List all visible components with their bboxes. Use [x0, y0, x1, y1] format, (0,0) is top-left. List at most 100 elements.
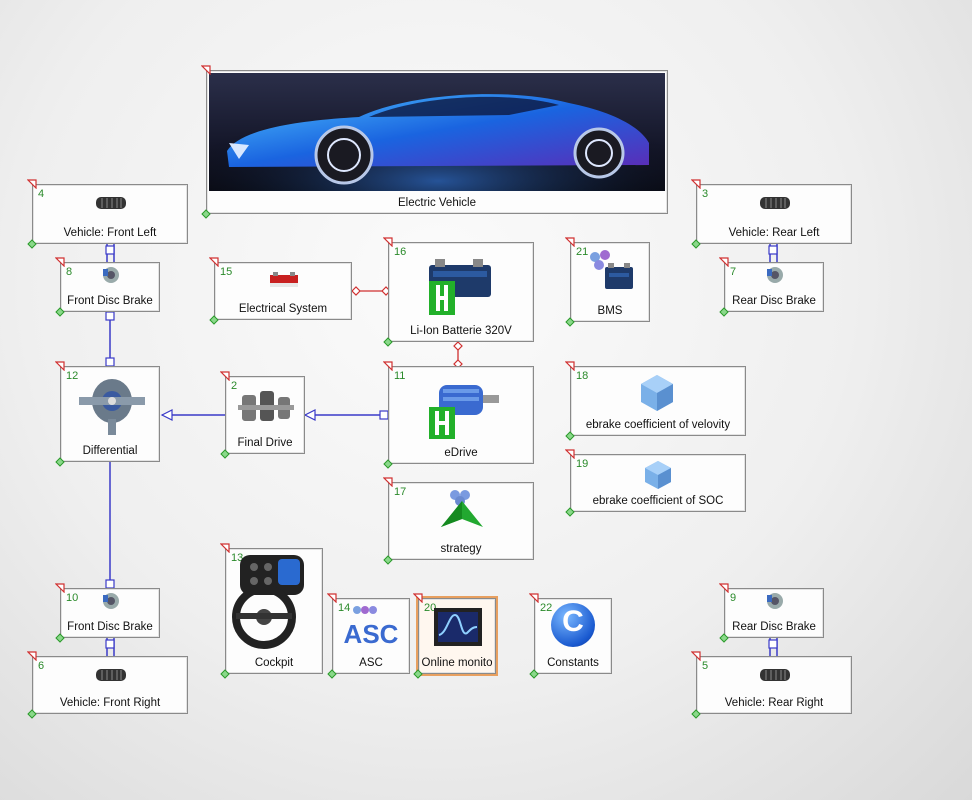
block-label: Differential [82, 445, 138, 457]
constants-icon [551, 603, 595, 647]
constants-icon-text: C [562, 605, 584, 638]
block-port-bottom-icon [719, 307, 729, 317]
rear-disc-brake-rl-block[interactable]: 7 Rear Disc Brake [719, 257, 824, 317]
block-id: 17 [394, 486, 407, 498]
vehicle-rear-right-block[interactable]: 5 Vehicle: Rear Right [691, 651, 852, 719]
block-port-top-icon [209, 257, 219, 267]
block-id: 4 [38, 188, 45, 200]
block-port-top-icon [529, 593, 539, 603]
electric-vehicle-block[interactable]: Electric Vehicle [201, 65, 668, 219]
block-label: Electrical System [238, 303, 328, 315]
block-port-top-icon [55, 361, 65, 371]
block-port-bottom-icon [220, 449, 230, 459]
block-port-bottom-icon [565, 317, 575, 327]
front-disc-brake-fl-block[interactable]: 8 Front Disc Brake [55, 257, 160, 317]
block-label: BMS [597, 305, 623, 317]
block-label: Front Disc Brake [67, 295, 153, 307]
block-port-bottom-icon [529, 669, 539, 679]
final-drive-block[interactable]: 2 Final Drive [220, 371, 305, 459]
asc-icon-text: ASC [343, 619, 399, 649]
block-port-bottom-icon [55, 633, 65, 643]
vehicle-front-left-block[interactable]: 4 Vehicle: Front Left [27, 179, 188, 249]
block-label: Online monito [421, 657, 493, 669]
block-port-top-icon [691, 179, 701, 189]
block-port-top-icon [691, 651, 701, 661]
rear-disc-brake-rr-block[interactable]: 9 Rear Disc Brake [719, 583, 824, 643]
constants-block[interactable]: 22 C Constants [529, 593, 612, 679]
block-port-bottom-icon [220, 669, 230, 679]
block-port-top-icon [719, 583, 729, 593]
electrical-system-block[interactable]: 15 Electrical System [209, 257, 352, 325]
block-label: ebrake coefficient of SOC [592, 495, 724, 507]
block-port-bottom-icon [55, 307, 65, 317]
block-id: 8 [66, 266, 73, 278]
block-id: 9 [730, 592, 737, 604]
car-image [209, 73, 665, 191]
block-port-bottom-icon [413, 669, 423, 679]
strategy-block[interactable]: 17 strategy [383, 477, 534, 565]
block-id: 5 [702, 660, 709, 672]
block-port-bottom-icon [565, 507, 575, 517]
ebrake-velocity-block[interactable]: 18 ebrake coefficient of velovity [565, 361, 746, 441]
asc-block[interactable]: 14 ASC ASC [327, 593, 410, 679]
block-id: 6 [38, 660, 45, 672]
block-port-bottom-icon [691, 239, 701, 249]
block-id: 2 [231, 380, 238, 392]
disc-brake-icon [767, 267, 783, 283]
block-label: eDrive [444, 447, 478, 459]
block-label: ASC [359, 657, 383, 669]
block-port-bottom-icon [383, 337, 393, 347]
cube-icon [645, 461, 671, 489]
block-port-bottom-icon [383, 459, 393, 469]
cockpit-block[interactable]: 13 Cockpit [220, 543, 323, 679]
block-id: 3 [702, 188, 709, 200]
block-label: Electric Vehicle [398, 197, 476, 209]
block-label: Cockpit [254, 657, 294, 669]
block-id: 7 [730, 266, 737, 278]
online-monitor-block[interactable]: 20 Online monito [413, 593, 498, 679]
block-label: Rear Disc Brake [732, 295, 816, 307]
block-id: 21 [576, 246, 589, 258]
differential-icon [79, 379, 145, 435]
block-port-top-icon [55, 257, 65, 267]
block-port-bottom-icon [55, 457, 65, 467]
block-id: 18 [576, 370, 589, 382]
block-label: strategy [440, 543, 482, 555]
disc-brake-icon [767, 593, 783, 609]
monitor-icon [434, 608, 482, 646]
cube-icon [641, 375, 673, 411]
tire-icon [760, 669, 790, 681]
block-id: 15 [220, 266, 233, 278]
front-disc-brake-fr-block[interactable]: 10 Front Disc Brake [55, 583, 160, 643]
tire-icon [96, 669, 126, 681]
block-port-top-icon [27, 179, 37, 189]
vehicle-front-right-block[interactable]: 6 Vehicle: Front Right [27, 651, 188, 719]
strategy-icon [441, 490, 483, 527]
block-port-top-icon [383, 477, 393, 487]
disc-brake-icon [103, 267, 119, 283]
block-id: 16 [394, 246, 407, 258]
block-port-bottom-icon [691, 709, 701, 719]
vehicle-rear-left-block[interactable]: 3 Vehicle: Rear Left [691, 179, 852, 249]
disc-brake-icon [103, 593, 119, 609]
block-label: Vehicle: Front Right [59, 697, 161, 709]
battery-block[interactable]: 16 Li-Ion Batterie 320V [383, 237, 534, 347]
block-id: 11 [394, 370, 406, 382]
tire-icon [96, 197, 126, 209]
block-label: Constants [547, 657, 599, 669]
block-port-top-icon [383, 361, 393, 371]
differential-block[interactable]: 12 Differential [55, 361, 160, 467]
block-port-top-icon [220, 543, 230, 553]
block-label: Li-Ion Batterie 320V [410, 325, 512, 337]
block-label: Front Disc Brake [67, 621, 153, 633]
block-label: Final Drive [237, 437, 293, 449]
block-id: 14 [338, 602, 351, 614]
gear-icon [238, 391, 294, 421]
ebrake-soc-block[interactable]: 19 ebrake coefficient of SOC [565, 449, 746, 517]
block-port-bottom-icon [209, 315, 219, 325]
block-label: Vehicle: Front Left [63, 227, 157, 239]
block-id: 22 [540, 602, 553, 614]
bms-block[interactable]: 21 BMS [565, 237, 650, 327]
edrive-block[interactable]: 11 eDrive [383, 361, 534, 469]
